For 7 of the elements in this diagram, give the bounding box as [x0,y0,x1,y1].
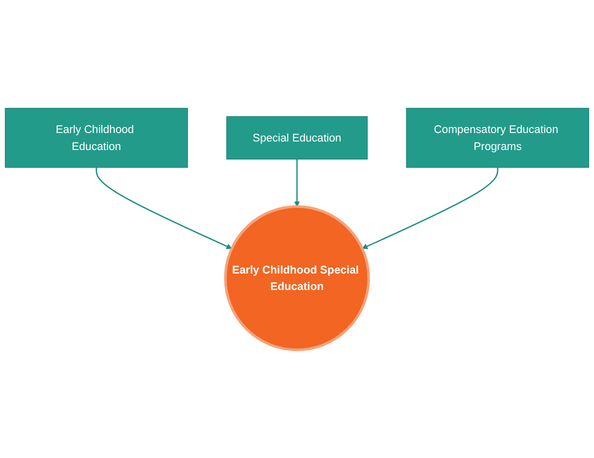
node-box: Special Education [226,116,368,160]
node-box: Compensatory Education Programs [406,108,590,168]
arrow [96,167,232,249]
arrow [294,159,300,207]
arrow [362,167,498,249]
node-box: Early Childhood Education [4,108,188,168]
node-circle: Early Childhood Special Education [224,205,370,352]
